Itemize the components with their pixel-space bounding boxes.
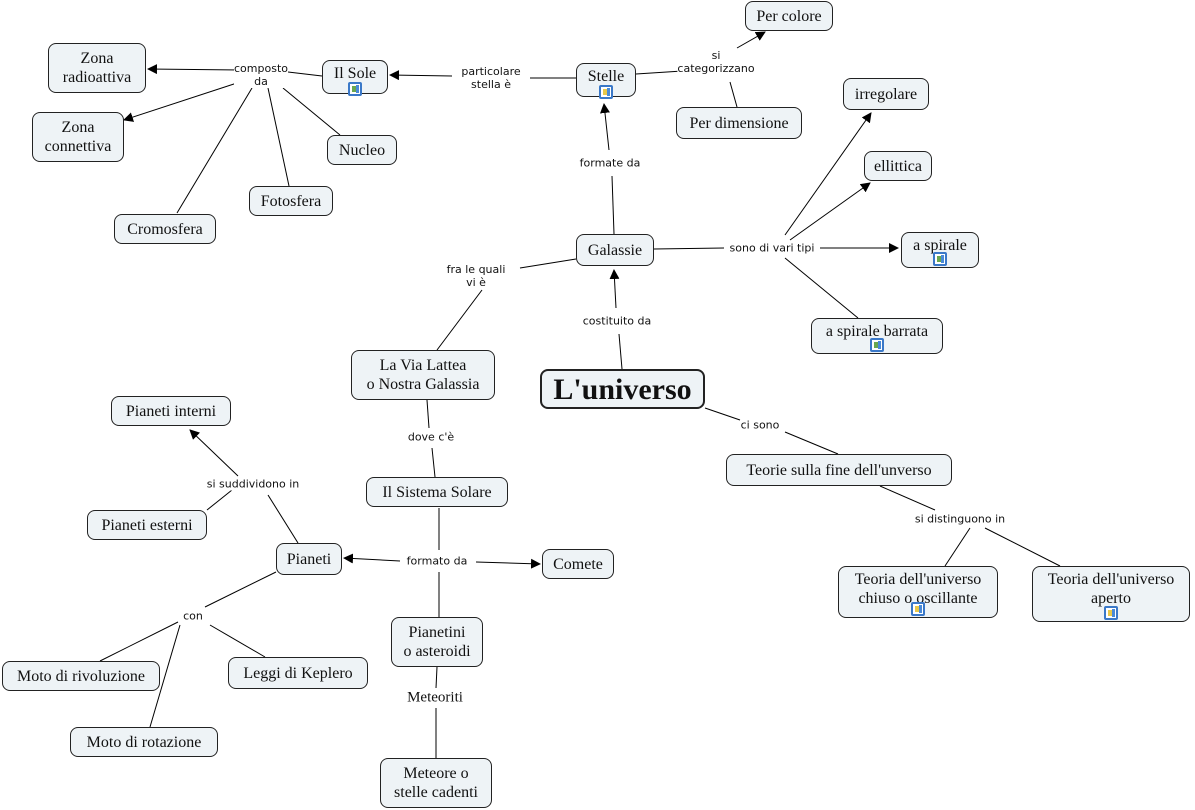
connection-line xyxy=(984,527,1061,567)
concept-node-sistemasolare[interactable]: Il Sistema Solare xyxy=(366,477,508,507)
linking-phrase-formate: formate da xyxy=(579,156,641,170)
image-icon[interactable] xyxy=(348,82,362,96)
linking-phrase-categorizzano: si categorizzano xyxy=(677,49,755,75)
connection-line xyxy=(435,666,438,689)
concept-node-pianeti[interactable]: Pianeti xyxy=(276,543,342,575)
connection-line xyxy=(784,431,839,455)
linking-phrase-costituito: costituito da xyxy=(582,314,652,328)
connection-line xyxy=(784,257,859,319)
connection-line xyxy=(944,527,971,567)
connection-line xyxy=(789,182,871,241)
concept-node-ellittica[interactable]: ellittica xyxy=(864,151,932,181)
connection-line xyxy=(204,571,277,608)
document-icon[interactable] xyxy=(911,602,925,616)
concept-node-ilsole[interactable]: Il Sole xyxy=(322,60,388,94)
concept-node-percolore[interactable]: Per colore xyxy=(745,1,833,31)
connection-line xyxy=(389,70,453,81)
linking-phrase-formato: formato da xyxy=(406,554,468,568)
linking-phrase-suddividono: si suddividono in xyxy=(206,477,300,491)
linking-phrase-dovece: dove c'è xyxy=(407,430,455,444)
connection-line xyxy=(176,87,253,214)
connection-line xyxy=(609,269,620,309)
concept-node-zonarad[interactable]: Zona radioattiva xyxy=(48,43,146,93)
connection-line xyxy=(267,494,299,544)
concept-node-vialattea[interactable]: La Via Lattea o Nostra Galassia xyxy=(351,350,495,400)
concept-node-fotosfera[interactable]: Fotosfera xyxy=(249,186,333,216)
concept-node-teorie[interactable]: Teorie sulla fine dell'unverso xyxy=(726,454,952,486)
linking-phrase-meteoriti: Meteoriti xyxy=(407,689,463,707)
concept-node-pianetini[interactable]: Pianetini o asteroidi xyxy=(391,617,483,667)
concept-node-meteore[interactable]: Meteore o stelle cadenti xyxy=(380,758,492,808)
concept-node-leggi[interactable]: Leggi di Keplero xyxy=(228,657,368,689)
document-icon[interactable] xyxy=(1104,606,1118,620)
linking-phrase-distinguono: si distinguono in xyxy=(914,512,1006,526)
connection-line xyxy=(611,175,615,235)
connection-line xyxy=(149,624,181,728)
connection-line xyxy=(209,624,266,658)
connection-line xyxy=(426,399,430,429)
concept-node-galassie[interactable]: Galassie xyxy=(576,234,654,266)
connection-line xyxy=(287,71,323,77)
linking-phrase-con: con xyxy=(183,609,203,623)
connection-line xyxy=(282,87,341,136)
concept-node-universo[interactable]: L'universo xyxy=(540,369,705,409)
concept-node-comete[interactable]: Comete xyxy=(542,549,614,579)
connection-line xyxy=(436,289,483,351)
concept-node-nucleo[interactable]: Nucleo xyxy=(327,135,397,165)
concept-node-pianetiesterni[interactable]: Pianeti esterni xyxy=(87,510,207,540)
connection-line xyxy=(147,64,241,75)
linking-phrase-tipi: sono di vari tipi xyxy=(729,241,815,255)
connection-line xyxy=(267,87,290,187)
connection-line xyxy=(475,558,541,569)
connection-line xyxy=(123,81,241,122)
connection-line xyxy=(600,103,610,151)
connection-line xyxy=(653,247,725,250)
concept-node-pianetiinterni[interactable]: Pianeti interni xyxy=(111,396,231,426)
concept-node-motorot[interactable]: Moto di rotazione xyxy=(70,727,218,757)
connection-line xyxy=(189,429,239,477)
concept-node-barrata[interactable]: a spirale barrata xyxy=(811,318,943,354)
connection-line xyxy=(618,333,623,370)
concept-node-motoriv[interactable]: Moto di rivoluzione xyxy=(2,661,160,691)
concept-node-perdimensione[interactable]: Per dimensione xyxy=(676,107,802,139)
linking-phrase-fralequali: fra le quali vi è xyxy=(446,263,506,289)
connection-line xyxy=(879,485,936,511)
image-icon[interactable] xyxy=(870,338,884,352)
connection-line xyxy=(704,407,741,421)
concept-node-cromosfera[interactable]: Cromosfera xyxy=(114,214,216,244)
connection-line xyxy=(736,31,766,49)
connection-line xyxy=(519,258,577,269)
document-image-icon[interactable] xyxy=(599,85,613,99)
linking-phrase-composto: composto da xyxy=(234,62,288,88)
connection-line xyxy=(343,553,401,564)
concept-node-irregolare[interactable]: irregolare xyxy=(843,78,929,110)
connection-line xyxy=(784,112,872,236)
connection-line xyxy=(729,81,738,108)
connection-line xyxy=(99,621,179,662)
connection-line xyxy=(206,489,233,511)
concept-node-zonacon[interactable]: Zona connettiva xyxy=(32,112,124,162)
concept-node-chiuso[interactable]: Teoria dell'universo chiuso o oscillante xyxy=(838,566,998,618)
linking-phrase-particolare: particolare stella è xyxy=(461,65,521,91)
image-icon[interactable] xyxy=(933,252,947,266)
linking-phrase-cisono: ci sono xyxy=(740,418,780,432)
connection-line xyxy=(431,447,436,478)
